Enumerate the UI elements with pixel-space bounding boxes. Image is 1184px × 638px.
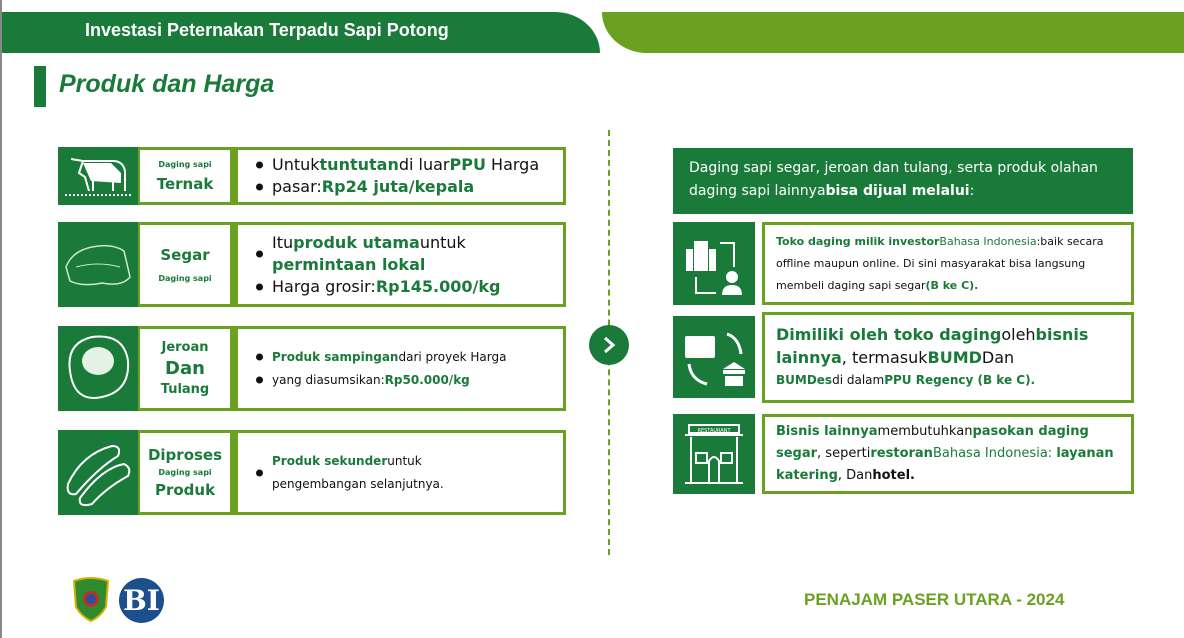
bullet: Harga grosir:Rp145.000/kg [254,276,563,298]
label-top: Daging sapi [158,159,212,169]
bullet: Produk sampingandari proyek Harga [254,346,563,369]
bank-indonesia-logo: BI [119,578,164,623]
steak-icon [58,222,138,307]
product-row-ternak: Daging sapi Ternak Untuktuntutandi luarP… [58,147,566,205]
label-main: Diproses [147,446,223,464]
product-label: Diproses Daging sapi Produk [140,433,230,512]
business-exchange-icon [673,316,755,398]
product-label: Daging sapi Ternak [140,150,230,202]
label-main: Ternak [156,174,214,193]
next-arrow-icon [589,325,629,365]
product-row-jeroan: Jeroan Dan Tulang Produk sampingandari p… [58,326,566,411]
footer-region-year: PENAJAM PASER UTARA - 2024 [804,590,1065,609]
product-description: Untuktuntutandi luarPPU Harga pasar:Rp24… [238,150,563,202]
title-accent [34,66,46,107]
label-line: Jeroan [161,340,209,355]
sausage-icon [58,430,138,515]
product-label: Segar Daging sapi [140,225,230,304]
header-bar [2,12,600,53]
channel-investor-shop: Toko daging milik investorBahasa Indones… [762,222,1134,305]
label-line: Dan [165,358,205,379]
header-accent-bar [602,12,1184,53]
bullet: yang diasumsikan:Rp50.000/kg [254,369,563,392]
product-label: Jeroan Dan Tulang [140,329,230,408]
label-bottom: Produk [154,481,216,499]
bullet: Untuktuntutandi luarPPU Harga [254,154,563,176]
channel-other-business: Bisnis lainnyamembutuhkanpasokan daging … [762,414,1134,494]
left-edge [0,0,2,638]
regency-crest-logo [72,577,110,627]
product-description: Produk sampingandari proyek Harga yang d… [238,329,563,408]
label-mid: Daging sapi [158,468,212,477]
offal-icon [58,326,138,411]
building-to-person-icon [673,222,755,305]
channel-meat-shops: Dimiliki oleh toko dagingolehbisnis lain… [762,312,1134,403]
svg-text:RESTAURANT: RESTAURANT [697,428,731,434]
cow-icon [58,147,138,205]
channels-intro: Daging sapi segar, jeroan dan tulang, se… [673,148,1133,214]
product-row-diproses: Diproses Daging sapi Produk Produk sekun… [58,430,566,515]
header-title: Investasi Peternakan Terpadu Sapi Potong [85,20,449,40]
bullet: pasar:Rp24 juta/kepala [254,176,563,198]
restaurant-icon: RESTAURANT [673,414,755,494]
label-main: Segar [160,246,210,264]
label-line: Tulang [160,382,210,397]
page-title: Produk dan Harga [59,70,275,98]
label-bottom: Daging sapi [158,274,212,283]
